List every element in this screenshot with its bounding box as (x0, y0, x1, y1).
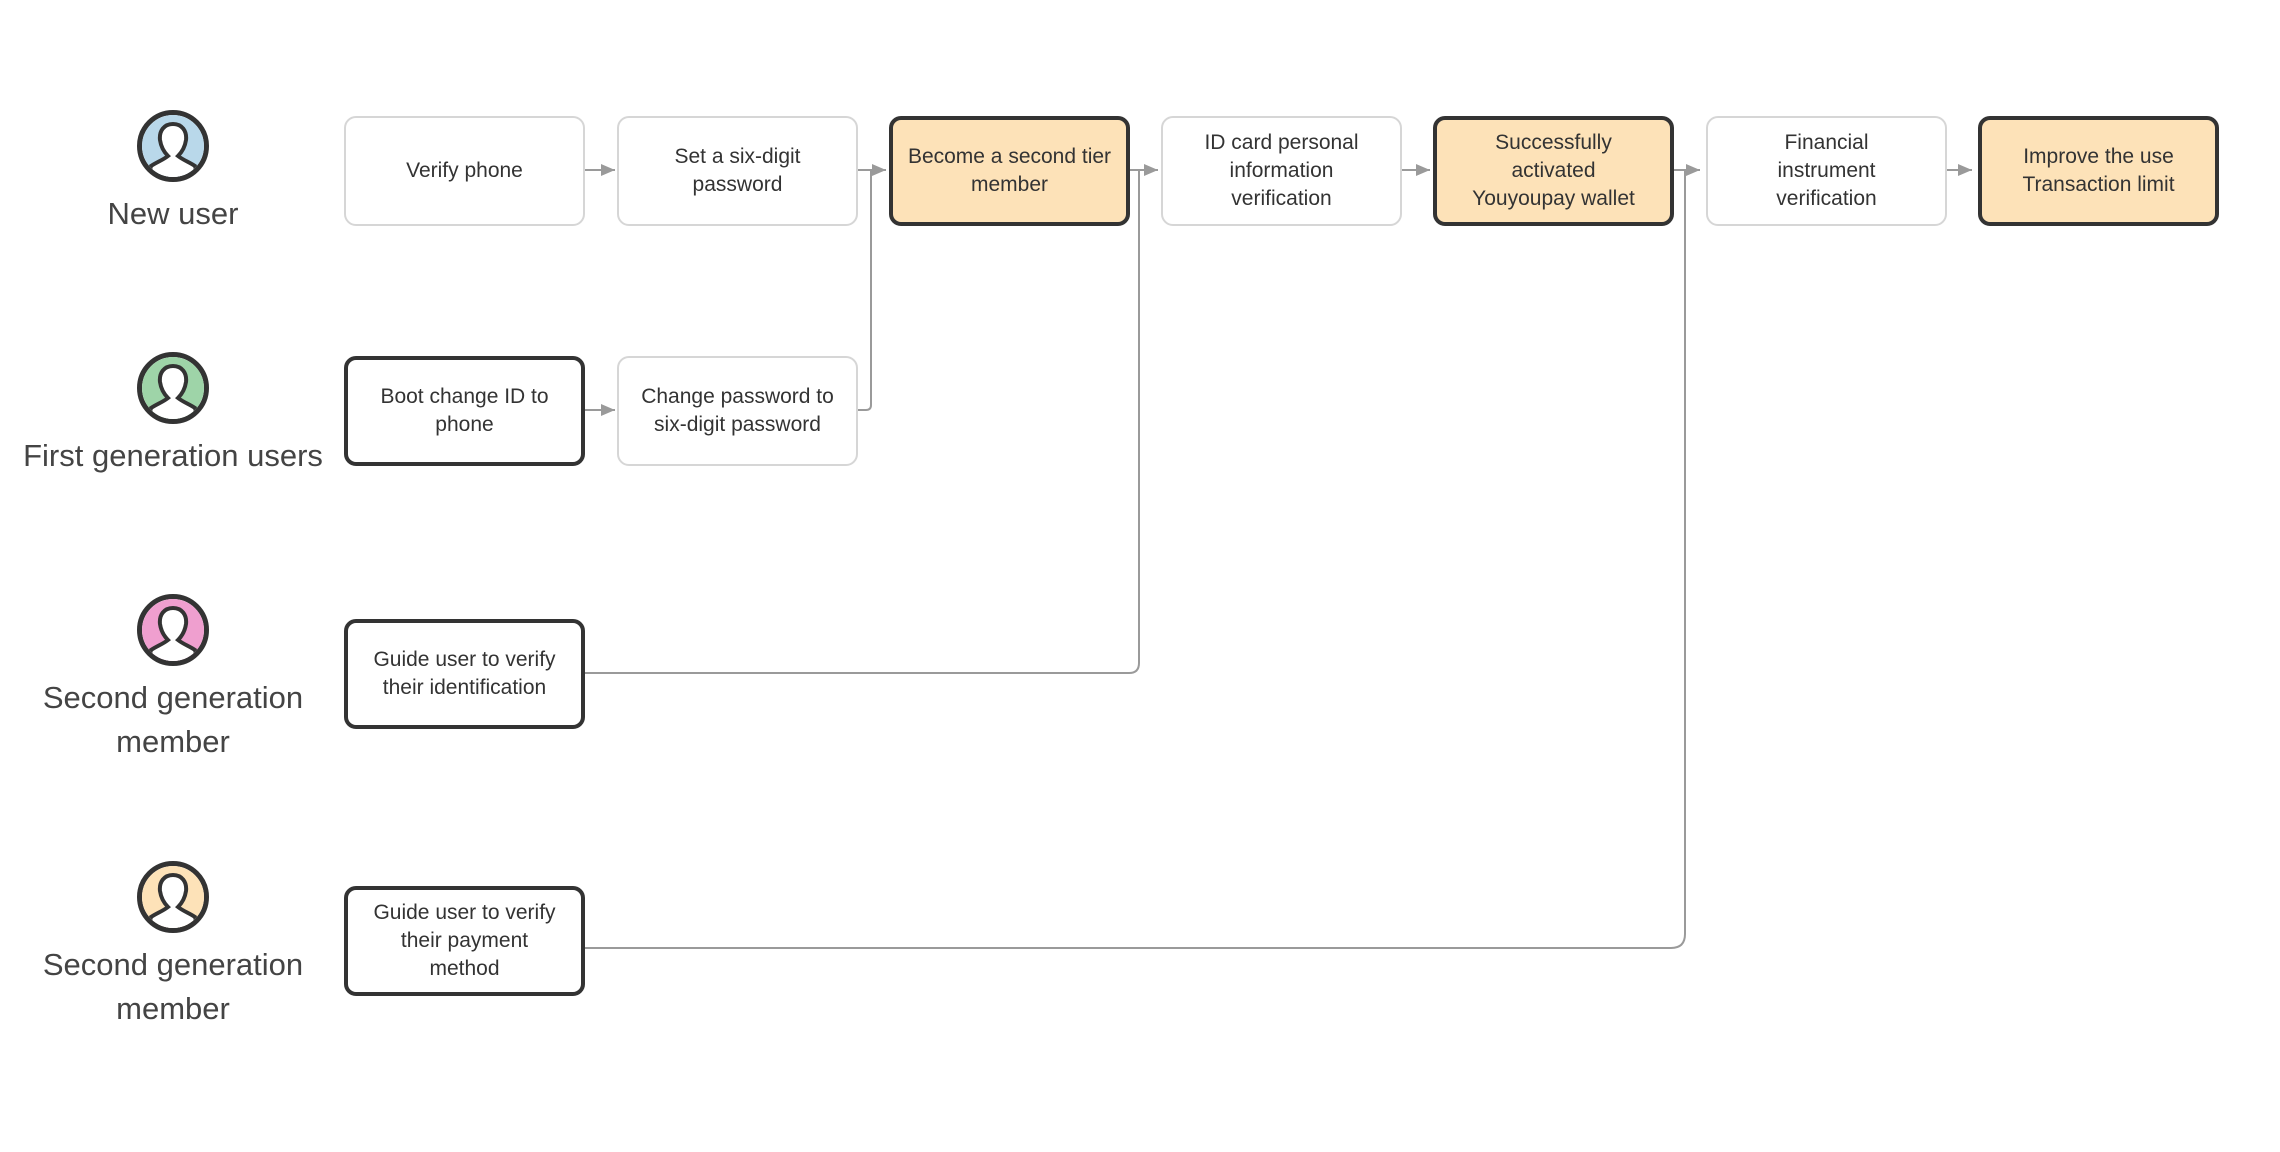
persona-label: New user (107, 196, 239, 231)
connector-guide-id-to-id-card (585, 170, 1140, 674)
node-boot-change-id: Boot change ID to phone (344, 356, 585, 466)
persona-label: Second generation member (42, 947, 304, 1026)
user-avatar-icon (137, 110, 209, 182)
node-set-password: Set a six-digit password (617, 116, 858, 226)
persona-first-generation-users: First generation users (23, 352, 323, 478)
node-improve-limit: Improve the use Transaction limit (1978, 108, 2231, 226)
node-guide-payment-method: Guide user to verify their payment metho… (344, 886, 585, 996)
persona-second-generation-member: Second generation member (23, 594, 323, 764)
user-avatar-icon (137, 352, 209, 424)
node-id-card-verification: ID card personal information verificatio… (1161, 116, 1402, 226)
node-change-password: Change password to six-digit password (617, 356, 858, 466)
node-verify-phone: Verify phone (344, 116, 585, 226)
persona-label: Second generation member (42, 680, 304, 759)
persona-new-user: New user (23, 110, 323, 236)
persona-label: First generation users (23, 438, 323, 473)
user-avatar-icon (137, 861, 209, 933)
node-guide-identification: Guide user to verify their identificatio… (344, 619, 585, 729)
node-financial-verification: Financial instrument verification (1706, 116, 1947, 226)
connector-change-password-to-second-tier (858, 170, 872, 411)
node-second-tier-member: Become a second tier member (889, 108, 1142, 226)
connector-guide-payment-to-financial (585, 170, 1686, 949)
user-avatar-icon (137, 594, 209, 666)
node-wallet-activated: Successfully activated Youyoupay wallet (1433, 108, 1686, 226)
persona-second-generation-member-payment: Second generation member (23, 861, 323, 1031)
